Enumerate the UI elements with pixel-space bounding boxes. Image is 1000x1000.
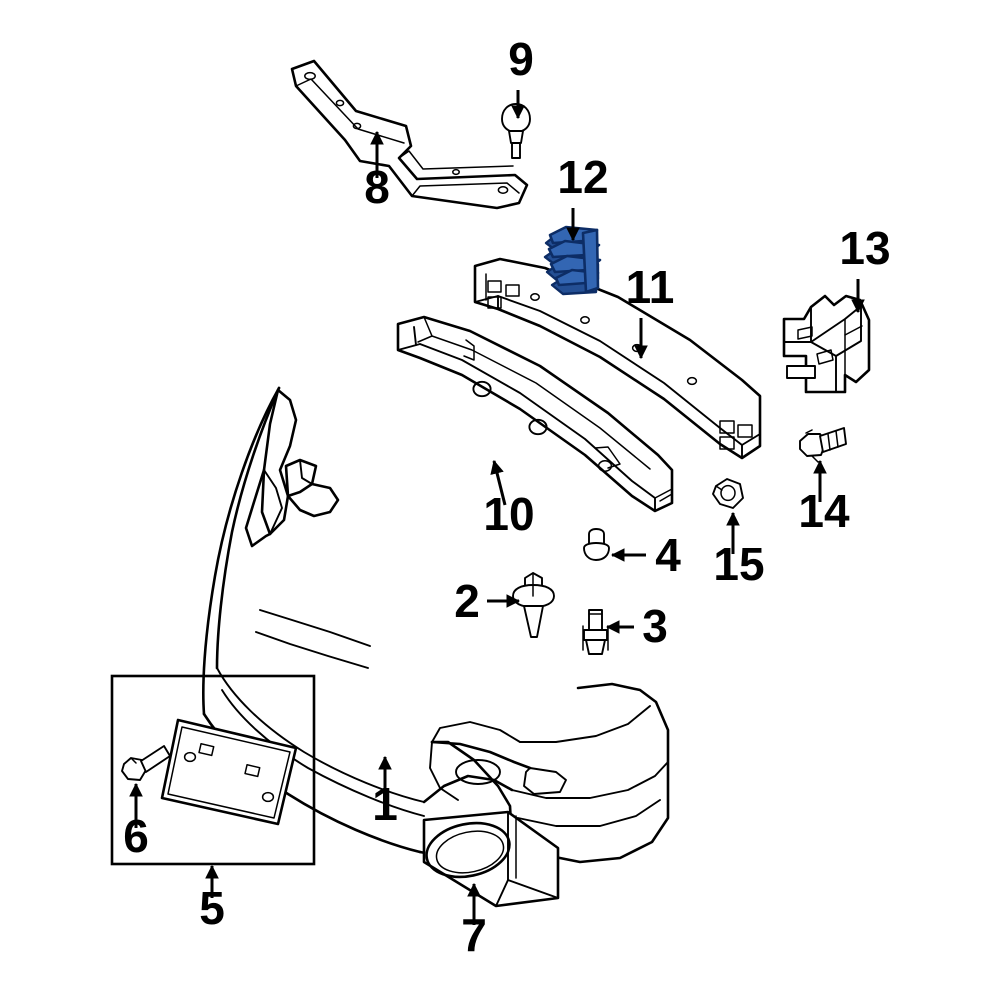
callout-label-4[interactable]: 4	[655, 529, 681, 581]
callout-label-6[interactable]: 6	[123, 810, 149, 862]
part-6-license-bracket-bolt[interactable]	[121, 745, 171, 781]
callout-label-11[interactable]: 11	[626, 261, 675, 313]
part-10-bumper-impact-absorber[interactable]	[396, 315, 674, 513]
leader-10	[490, 459, 507, 506]
callout-label-7[interactable]: 7	[461, 909, 487, 961]
part-13-bumper-mounting-bracket[interactable]	[782, 294, 871, 394]
callout-label-12[interactable]: 12	[557, 151, 608, 203]
callout-label-13[interactable]: 13	[839, 222, 890, 274]
callout-label-10[interactable]: 10	[483, 488, 534, 540]
part-4-bumper-cover-plug[interactable]	[583, 528, 610, 561]
callout-label-2[interactable]: 2	[454, 575, 480, 627]
part-3-screw-grommet[interactable]	[582, 609, 609, 655]
license-plate-bracket-panel	[160, 718, 298, 826]
callout-label-3[interactable]: 3	[642, 600, 668, 652]
callout-label-15[interactable]: 15	[713, 538, 764, 590]
callout-label-14[interactable]: 14	[798, 485, 850, 537]
callout-label-5[interactable]: 5	[199, 882, 225, 934]
part-5-license-plate-bracket-kit[interactable]	[110, 674, 316, 866]
part-7-fog-lamp-bezel[interactable]	[422, 810, 560, 908]
callout-labels: 1 2 3 4 5 6 7 8 9 10 11 12 13 14 15	[123, 33, 890, 961]
part-2-push-pin-retainer[interactable]	[512, 572, 555, 638]
callout-label-8[interactable]: 8	[364, 161, 390, 213]
callout-leaders	[129, 90, 865, 925]
callout-label-1[interactable]: 1	[372, 778, 398, 830]
part-15-hex-flange-nut[interactable]	[712, 478, 744, 509]
part-14-hex-flange-bolt[interactable]	[799, 427, 847, 463]
part-8-upper-bumper-retainer-strip[interactable]	[290, 59, 529, 210]
callout-label-9[interactable]: 9	[508, 33, 534, 85]
